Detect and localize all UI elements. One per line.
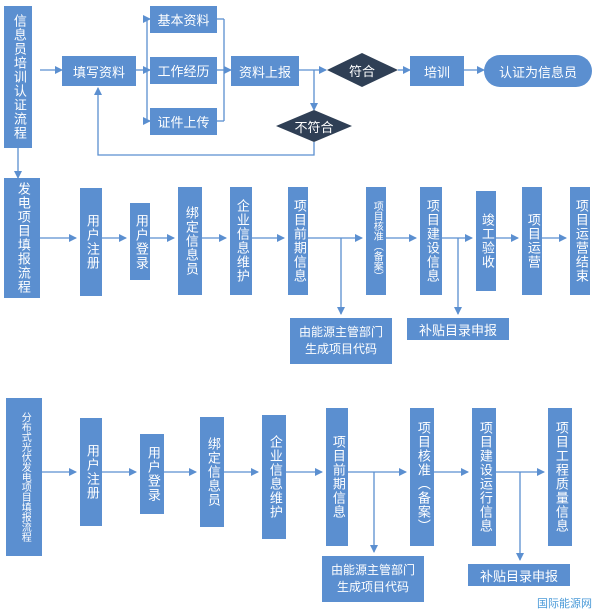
completion-acceptance-box: 竣工验收 bbox=[476, 191, 496, 291]
training-box: 培训 bbox=[410, 56, 464, 86]
decision-diamond-notmatch bbox=[276, 110, 352, 142]
info-report-box: 资料上报 bbox=[231, 56, 299, 86]
pv-project-code-box: 由能源主管部门生成项目代码 bbox=[322, 556, 424, 602]
operation-end-box: 项目运营结束 bbox=[570, 187, 590, 295]
project-operation-box: 项目运营 bbox=[522, 187, 542, 295]
cert-upload-box: 证件上传 bbox=[150, 108, 217, 135]
subsidy-catalog-box: 补贴目录申报 bbox=[407, 318, 509, 340]
project-code-box: 由能源主管部门生成项目代码 bbox=[290, 318, 392, 364]
decision-match-label: 符合 bbox=[348, 65, 375, 80]
section2-title: 发电项目填报流程 bbox=[4, 178, 40, 298]
pv-project-approval-box: 项目核准（备案） bbox=[410, 408, 434, 546]
pv-quality-info-box: 项目工程质量信息 bbox=[548, 408, 572, 546]
watermark: 国际能源网 bbox=[537, 597, 592, 610]
project-preliminary-box: 项目前期信息 bbox=[288, 187, 308, 295]
section3-title: 分布式光伏发电项目填报流程 bbox=[6, 398, 42, 556]
project-approval-box: 项目核准（备案） bbox=[366, 187, 386, 295]
pv-construction-operation-box: 项目建设运行信息 bbox=[472, 408, 496, 546]
user-login-box: 用户登录 bbox=[130, 203, 150, 280]
pv-project-preliminary-box: 项目前期信息 bbox=[326, 408, 348, 546]
certified-informant-box: 认证为信息员 bbox=[484, 55, 592, 87]
bind-informant-box: 绑定信息员 bbox=[178, 187, 202, 295]
corp-info-box: 企业信息维护 bbox=[230, 187, 252, 295]
decision-notmatch-label: 不符合 bbox=[294, 121, 334, 136]
pv-user-login-box: 用户登录 bbox=[140, 434, 164, 514]
pv-subsidy-catalog-box: 补贴目录申报 bbox=[468, 564, 570, 586]
user-register-box: 用户注册 bbox=[80, 188, 102, 296]
decision-diamond-match bbox=[327, 53, 398, 87]
basic-info-box: 基本资料 bbox=[150, 6, 217, 33]
project-construction-box: 项目建设信息 bbox=[420, 187, 442, 295]
section1-title: 信息员培训认证流程 bbox=[4, 6, 32, 148]
pv-corp-info-box: 企业信息维护 bbox=[262, 415, 286, 539]
fill-info-box: 填写资料 bbox=[62, 56, 136, 86]
work-experience-box: 工作经历 bbox=[150, 57, 217, 84]
pv-user-register-box: 用户注册 bbox=[80, 418, 102, 526]
pv-bind-informant-box: 绑定信息员 bbox=[200, 417, 224, 527]
